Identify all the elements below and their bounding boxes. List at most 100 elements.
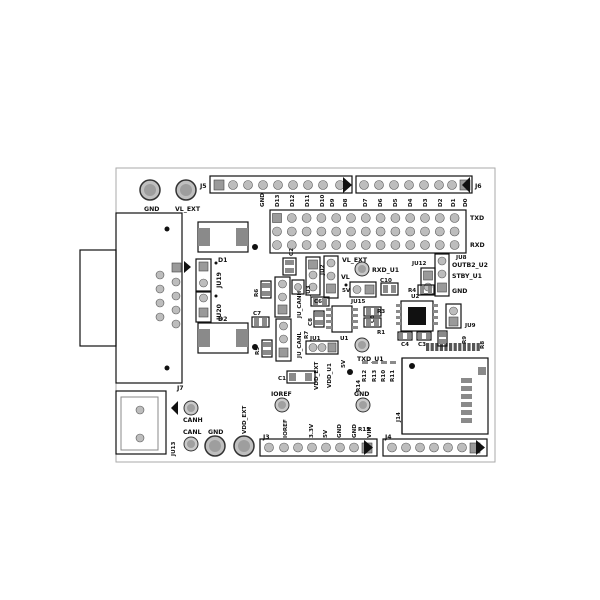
rxd-u1-label: RXD_U1	[372, 267, 399, 274]
matrix-pin	[420, 213, 430, 223]
vl-ext-top-label: VL_EXT	[175, 206, 201, 213]
jumper-ju15	[344, 281, 377, 298]
matrix-pin	[390, 213, 401, 223]
matrix-pin	[449, 226, 460, 237]
r8-pad	[453, 343, 457, 351]
j3-header	[259, 438, 378, 457]
matrix-pin	[405, 240, 416, 250]
jumper-ju3	[291, 279, 305, 295]
j6-pin-label: D0	[463, 198, 469, 207]
ju8-label: JU8	[455, 255, 467, 261]
r9-label: R9	[462, 336, 468, 344]
j4-pin1-marker	[476, 440, 485, 455]
matrix-pin	[360, 213, 371, 223]
c2-label: C2	[289, 248, 295, 256]
capacitor-c8	[313, 310, 325, 328]
c4-label: C4	[401, 342, 409, 348]
r3-label: R3	[377, 309, 385, 315]
resistor-r4	[417, 284, 435, 296]
c8-label: C8	[308, 318, 314, 326]
ic-u2	[396, 300, 438, 332]
jumper-ju-canh	[274, 276, 291, 318]
vdd-u1-label: VDD_U1	[327, 363, 333, 388]
j5-pin-label: D12	[290, 194, 296, 207]
j3-pin-label: GND	[352, 424, 358, 438]
d1-label: D1	[218, 257, 227, 264]
matrix-pin	[331, 213, 342, 223]
j6-label: J6	[474, 183, 482, 190]
r8-pad	[449, 343, 453, 351]
j5-pin1-marker	[343, 177, 352, 193]
txd-label: TXD	[470, 215, 484, 222]
r7-label: R7	[304, 331, 310, 339]
canh-label: CANH	[183, 417, 203, 424]
canl-label: CANL	[183, 429, 202, 436]
matrix-pin	[316, 213, 327, 223]
capacitor-c6	[310, 296, 330, 307]
matrix-pin	[360, 226, 371, 237]
c5-label: C5	[370, 315, 376, 323]
j6-pin-label: D7	[363, 198, 369, 207]
ju-canh-label: JU_CANH	[297, 290, 303, 319]
jumper-ju8	[434, 253, 450, 297]
j5-pin-label: GND	[260, 193, 266, 207]
gnd-mid-label: GND	[354, 391, 369, 398]
j6-pin1-marker	[462, 177, 470, 193]
resistor-r6	[260, 280, 272, 299]
j3-pin-label: IOREF	[283, 419, 289, 438]
c7-label: C7	[253, 311, 261, 317]
r13-label: R13	[372, 370, 378, 382]
r8-pad	[462, 343, 466, 351]
matrix-pin	[449, 240, 460, 250]
jumper-ju20	[195, 291, 218, 323]
j6-pin-label: D3	[423, 198, 429, 207]
board-outline	[115, 167, 496, 463]
c6-label: C6	[314, 299, 322, 305]
stby-u1-label: STBY_U1	[452, 273, 482, 280]
gnd-top-label: GND	[144, 206, 159, 213]
r8-pad	[444, 343, 448, 351]
matrix-pin	[301, 226, 312, 237]
r14-label: R14	[356, 380, 362, 392]
txd-u1-label: TXD_U1	[357, 356, 384, 363]
capacitor-c2	[282, 257, 297, 276]
matrix-pin	[375, 213, 386, 223]
capacitor-c3	[416, 331, 432, 341]
r8-pad	[476, 343, 480, 351]
matrix-pin	[316, 226, 327, 237]
outb2-u2-label: OUTB2_U2	[452, 262, 488, 269]
resistor-array-r8	[426, 343, 480, 351]
j3-pin-label: VIN	[367, 427, 373, 438]
ju13-label: JU13	[171, 441, 177, 457]
j4-pins	[387, 442, 481, 454]
jumper-ju19	[195, 258, 218, 292]
microsd-socket-j14	[401, 357, 489, 435]
ju19-label: JU19	[216, 272, 223, 289]
matrix-pin	[375, 226, 386, 237]
five-v-b-label: 5V	[341, 359, 347, 368]
screw-terminal-ju13	[115, 390, 178, 455]
matrix-pin	[420, 240, 430, 250]
j14-label: J14	[396, 412, 402, 423]
j6-pin-label: D5	[393, 198, 399, 207]
j5-pins	[213, 179, 345, 191]
diode-d2	[197, 322, 258, 354]
vdd-ext-vertical-label: VDD_EXT	[314, 361, 320, 390]
j3-pin-label: 3.3V	[309, 423, 315, 438]
j3-pin-label: 5V	[323, 429, 329, 438]
matrix-pin	[405, 226, 416, 237]
r5-label: R5	[255, 347, 261, 355]
j3-pin-label: GND	[337, 424, 343, 438]
ju9-label: JU9	[464, 323, 476, 329]
matrix-pin	[346, 240, 356, 250]
matrix-pin	[449, 213, 460, 223]
ju-canl-label: JU_CANL	[297, 331, 303, 359]
resistor-r5	[261, 339, 273, 358]
matrix-pin	[390, 240, 401, 250]
r8-pad	[458, 343, 462, 351]
matrix-pin	[346, 226, 356, 237]
matrix-pin	[405, 213, 416, 223]
matrix-pin	[434, 226, 445, 237]
j5-pin-label: D9	[330, 198, 336, 207]
ju20-label: JU20	[216, 303, 223, 321]
